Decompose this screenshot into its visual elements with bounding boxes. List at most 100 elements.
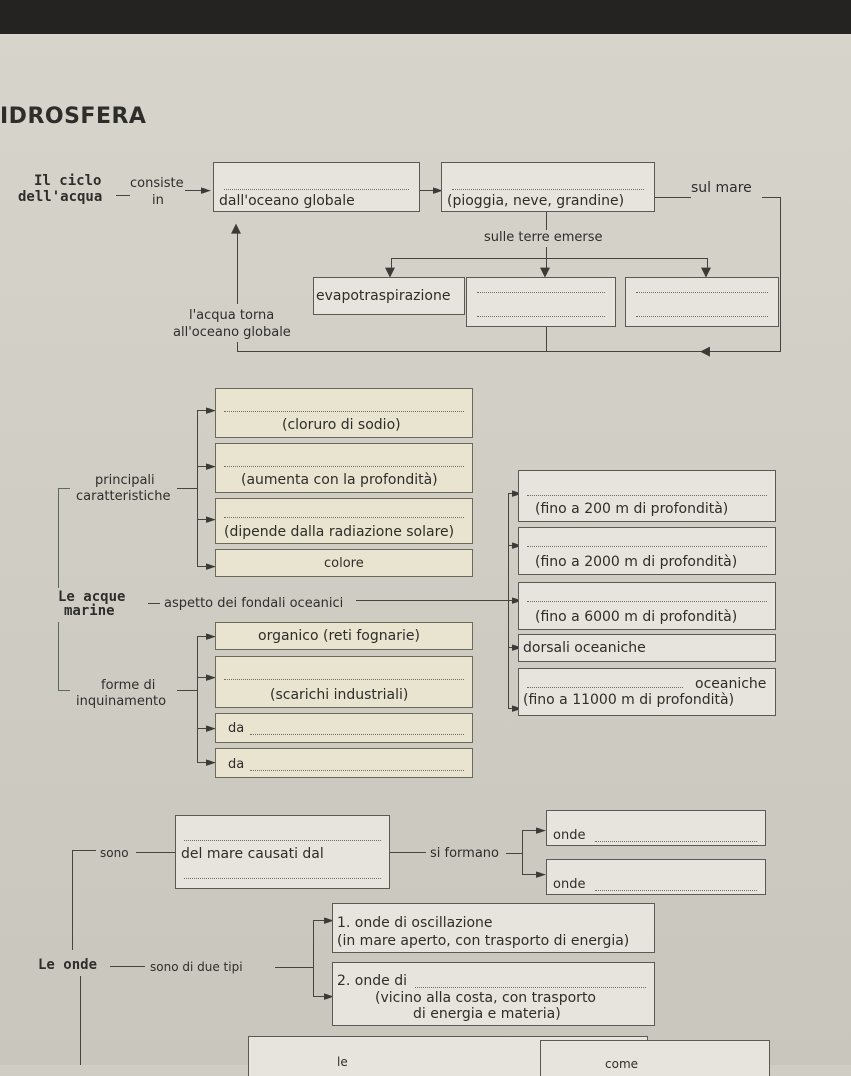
acqua-torna-line2: all'oceano globale <box>173 325 291 340</box>
return-mid-stem <box>546 327 547 351</box>
char-box-temperatura[interactable]: (dipende dalla radiazione solare) <box>215 498 473 544</box>
blank-line <box>527 546 767 547</box>
blank-line <box>224 189 409 190</box>
blank-line <box>250 770 464 771</box>
inq-box-chimico[interactable]: (scarichi industriali) <box>215 656 473 708</box>
char-box3-text: (dipende dalla radiazione solare) <box>224 524 455 540</box>
aspetto-dash <box>148 603 160 604</box>
arrow-right-icon: ► <box>206 512 216 527</box>
tipi-bracket <box>313 920 314 996</box>
arrow-right-icon: ► <box>512 486 522 501</box>
arrow-right-icon: ► <box>201 183 211 198</box>
inq-box-da1[interactable]: da <box>215 713 473 743</box>
fondali-tick2 <box>508 545 518 546</box>
tipo2-line1: 2. onde di <box>337 973 407 989</box>
le-text: le <box>337 1055 348 1069</box>
forme-line1: forme di <box>101 678 156 693</box>
fondali-tick4 <box>508 647 518 648</box>
ciclo-arrow-line1 <box>185 190 205 191</box>
terre-line <box>546 212 547 230</box>
aspetto-label: aspetto dei fondali oceanici <box>164 596 344 611</box>
onde-label: Le onde <box>38 957 98 973</box>
arrow-down-icon: ▼ <box>701 265 711 280</box>
onde-bottom-box-right[interactable]: come <box>540 1040 770 1076</box>
evapotraspirazione-box: evapotraspirazione <box>313 277 465 315</box>
onde-box-a[interactable]: onde <box>546 810 766 846</box>
fondali-box-scarpata[interactable]: (fino a 2000 m di profondità) <box>518 527 776 575</box>
return-up-line <box>237 232 238 304</box>
tipo2-tick <box>313 996 327 997</box>
blank-line <box>415 987 646 988</box>
acque-label-line1: Le acque <box>58 589 126 605</box>
sul-mare-line <box>655 197 691 198</box>
onde-a-tick <box>522 830 538 831</box>
ciclo-consiste-line2: in <box>152 193 164 208</box>
char-box-salinita[interactable]: (cloruro di sodio) <box>215 388 473 438</box>
arrow-right-icon: ► <box>536 867 546 882</box>
blank-line <box>477 292 605 293</box>
onde-b-tick <box>522 874 538 875</box>
arrow-down-icon: ▼ <box>540 265 550 280</box>
blank-line <box>527 495 767 496</box>
fondali-box-piattaforma[interactable]: (fino a 200 m di profondità) <box>518 470 776 522</box>
fondali-box3-text: (fino a 6000 m di profondità) <box>535 609 738 625</box>
due-tipi-line2 <box>275 967 313 968</box>
tipo1-box: 1. onde di oscillazione (in mare aperto,… <box>332 903 655 953</box>
char-box-pressione[interactable]: (aumenta con la profondità) <box>215 443 473 493</box>
ciclo-box-evaporazione[interactable]: dall'oceano globale <box>213 162 420 212</box>
inq-tick4 <box>197 762 209 763</box>
blank-line <box>595 841 757 842</box>
onde-b-text: onde <box>553 877 586 892</box>
photo-top-border <box>0 0 851 34</box>
ciclo-box2-text: (pioggia, neve, grandine) <box>447 193 625 209</box>
inq-tick1 <box>197 636 209 637</box>
ciclo-box-scorrimento[interactable] <box>466 277 616 327</box>
arrow-right-icon: ► <box>512 593 522 608</box>
inq-box-da2[interactable]: da <box>215 748 473 778</box>
inq-box1-text: organico (reti fognarie) <box>258 628 420 644</box>
ciclo-box-precipitazioni[interactable]: (pioggia, neve, grandine) <box>441 162 655 212</box>
blank-line <box>636 292 768 293</box>
arrow-right-icon: ► <box>206 459 216 474</box>
tipo1-tick <box>313 920 327 921</box>
arrow-right-icon: ► <box>206 629 216 644</box>
acque-label-line2: marine <box>64 603 115 619</box>
blank-line <box>184 878 381 879</box>
fondali-box-fosse[interactable]: oceaniche (fino a 11000 m di profondità) <box>518 668 776 716</box>
aspetto-line <box>356 600 508 601</box>
right-return-line <box>780 197 781 351</box>
inq-tick3 <box>197 728 209 729</box>
return-bottom-line <box>237 351 781 352</box>
char-bracket <box>197 410 198 567</box>
onde-causati-text: del mare causati dal <box>181 846 324 862</box>
due-tipi-line1 <box>110 966 145 967</box>
branch-left <box>391 258 392 268</box>
sul-mare-line2 <box>762 197 781 198</box>
arrow-up-icon: ▲ <box>231 221 241 236</box>
char-tick1 <box>197 410 209 411</box>
fosse-depth-text: (fino a 11000 m di profondità) <box>523 692 735 708</box>
arrow-right-icon: ► <box>512 701 522 716</box>
ciclo-box1-text: dall'oceano globale <box>219 193 355 209</box>
arrow-down-icon: ▼ <box>385 265 395 280</box>
char-box-colore: colore <box>215 549 473 577</box>
arrow-right-icon: ► <box>206 559 216 574</box>
char-box1-text: (cloruro di sodio) <box>282 417 401 433</box>
branch-mid <box>546 258 547 268</box>
tipo2-box[interactable]: 2. onde di (vicino alla costa, con trasp… <box>332 962 655 1026</box>
arrow-right-icon: ► <box>206 755 216 770</box>
ciclo-consiste-line1: consiste <box>130 176 184 191</box>
blank-line <box>452 189 644 190</box>
arrow-right-icon: ► <box>206 721 216 736</box>
ciclo-dash <box>116 195 130 196</box>
onde-box-movimenti[interactable]: del mare causati dal <box>175 815 390 889</box>
onde-box-b[interactable]: onde <box>546 859 766 895</box>
tipo1-line1: 1. onde di oscillazione <box>337 915 493 931</box>
char-bracket-join <box>177 488 197 489</box>
char-tick2 <box>197 466 209 467</box>
char-tick3 <box>197 519 209 520</box>
return-bottom-stem <box>237 342 238 351</box>
fondali-box-piana[interactable]: (fino a 6000 m di profondità) <box>518 582 776 630</box>
ciclo-box-infiltrazione[interactable] <box>625 277 779 327</box>
onde-sono: sono <box>100 846 129 860</box>
